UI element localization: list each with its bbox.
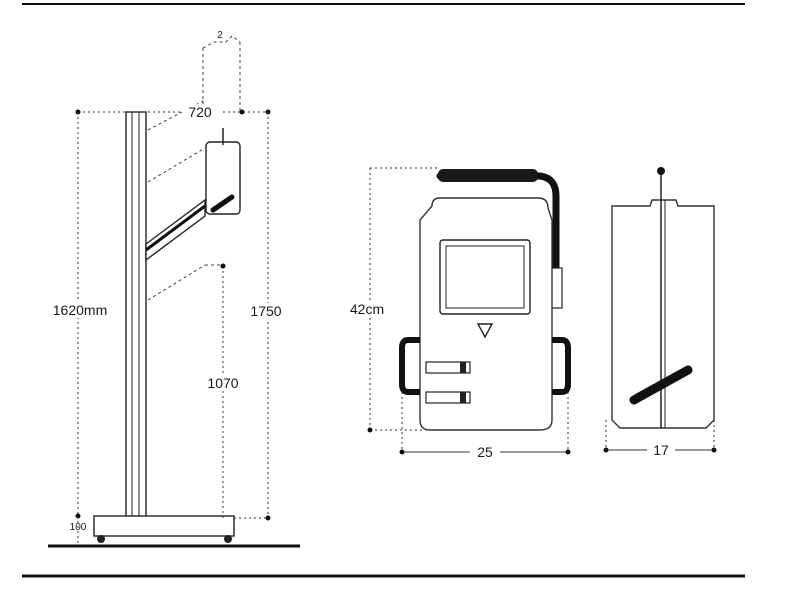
stand-mount-arm-rail (145, 204, 206, 252)
front-slot (425, 391, 471, 404)
dim-marker (220, 263, 226, 269)
device-front-view: 42cm 25 (344, 167, 571, 460)
dim-marker (711, 447, 717, 453)
front-screen (445, 245, 525, 309)
mount-height-label: 1070 (207, 375, 238, 391)
front-width-label: 25 (477, 444, 493, 460)
floor-stand: 2 720 1620mm 100 (48, 30, 300, 548)
side-depth-label: 17 (653, 442, 669, 458)
height-label: 1620mm (53, 302, 107, 318)
stand-wheel (97, 535, 105, 543)
stand-ghost-extension (202, 35, 241, 112)
dim-marker (565, 449, 571, 455)
side-antenna-knob (657, 167, 665, 175)
front-handle-bar (436, 172, 560, 274)
dim-marker (239, 109, 245, 115)
stand-wheel (224, 535, 232, 543)
dim-marker (399, 449, 405, 455)
front-right-handle (552, 337, 571, 395)
ghost-top-label: 2 (217, 30, 223, 41)
width-label: 720 (188, 104, 212, 120)
front-height-label: 42cm (350, 301, 384, 317)
front-handle-grip (438, 169, 538, 182)
stand-device-handle (210, 194, 235, 213)
device-side-view: 17 (603, 167, 717, 458)
front-slot-tab (460, 362, 466, 373)
stand-post (125, 111, 147, 521)
total-height-label: 1750 (250, 303, 281, 319)
front-left-handle (399, 337, 420, 395)
side-body (611, 199, 715, 429)
stand-ghost-band (147, 99, 220, 301)
stand-ghost-arm-upper (147, 147, 206, 183)
dim-marker (603, 447, 609, 453)
side-handle (629, 365, 693, 405)
base-label: 100 (70, 522, 87, 533)
stand-mount-arm (145, 198, 206, 262)
front-slot-tab (460, 392, 466, 403)
dim-marker (367, 427, 373, 433)
stand-base (93, 515, 235, 537)
front-slot (425, 361, 471, 374)
front-triangle-indicator (476, 323, 494, 339)
dim-marker (265, 515, 271, 521)
